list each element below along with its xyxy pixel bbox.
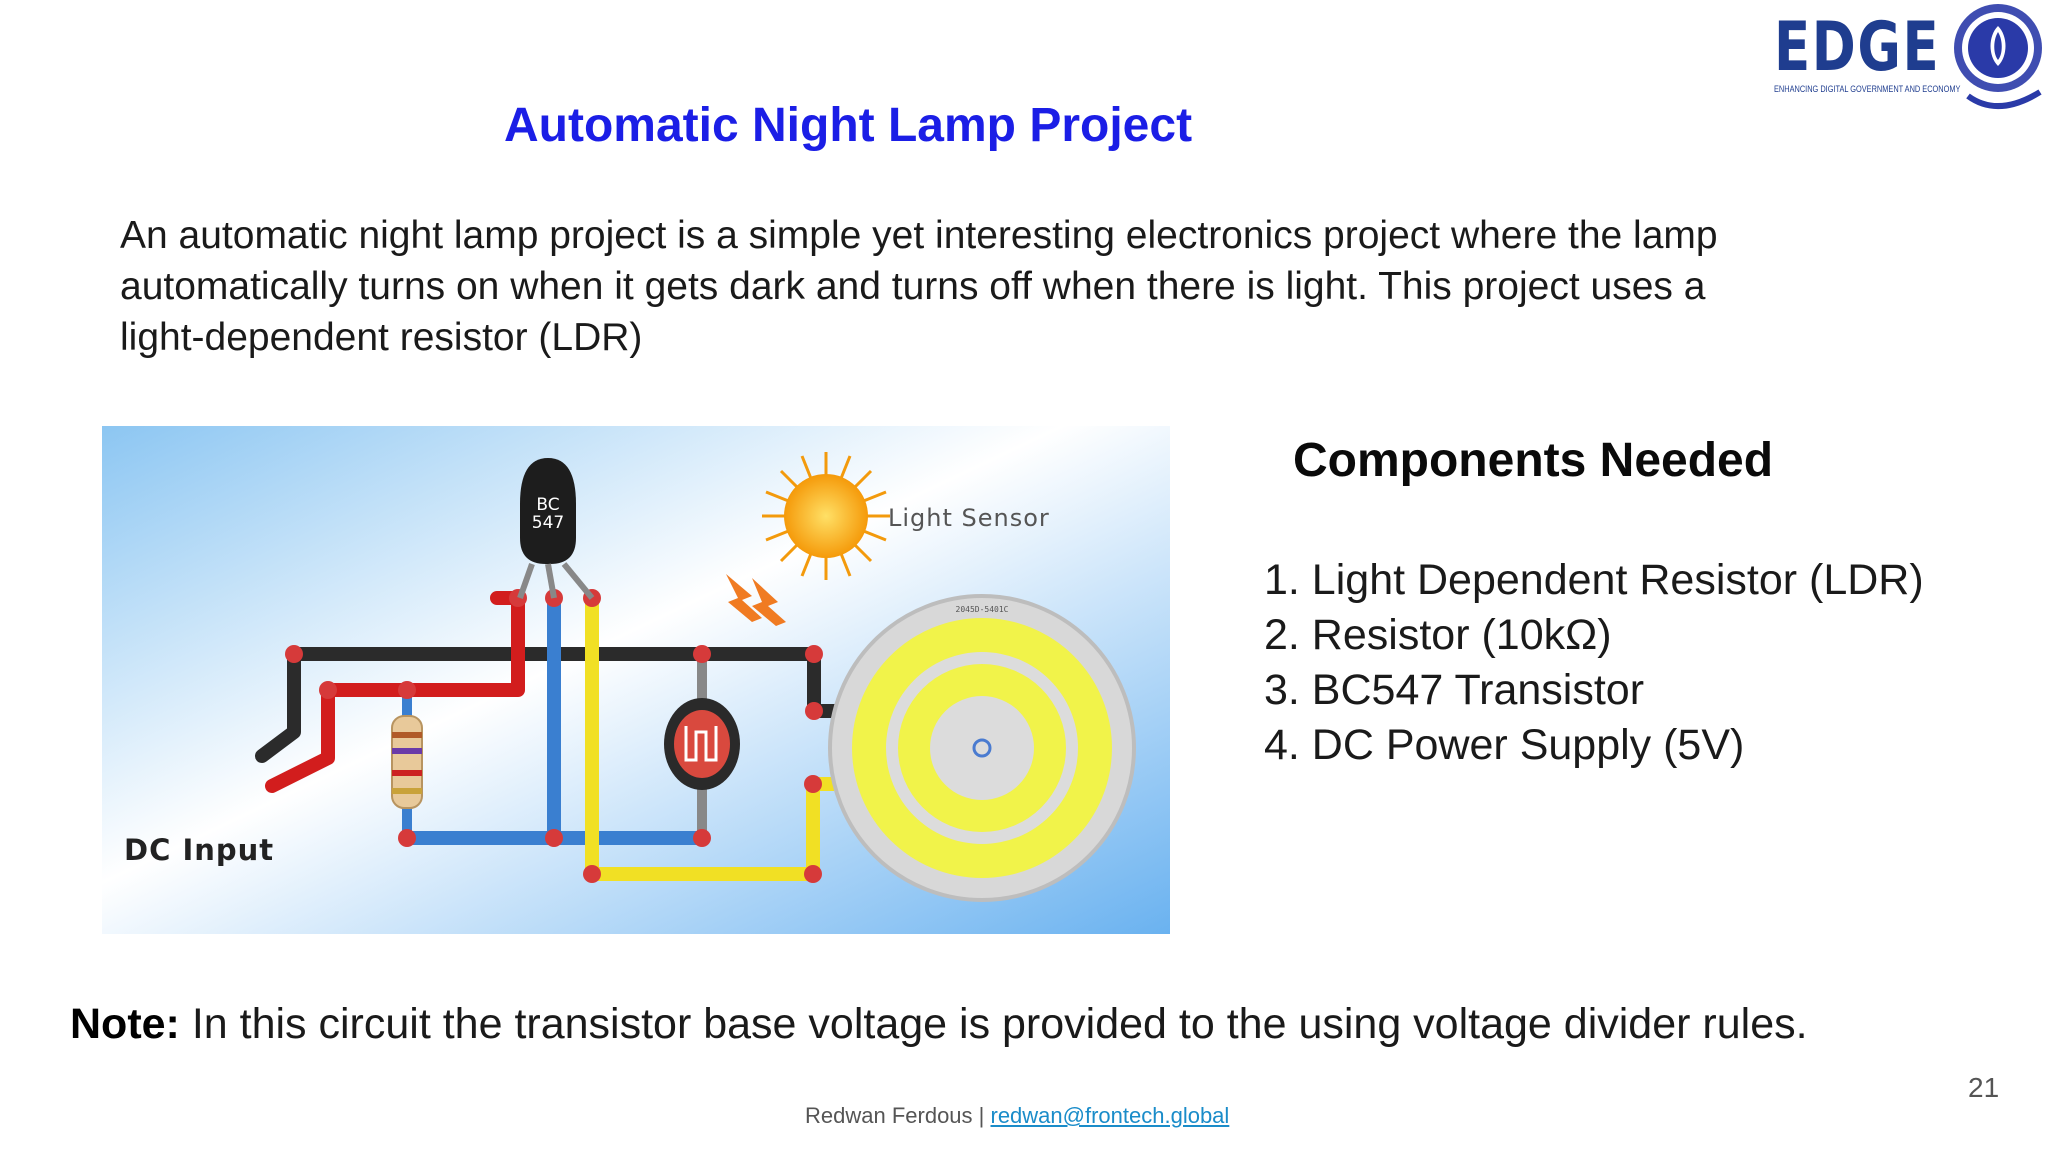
note-text: Note: In this circuit the transistor bas…	[70, 1000, 1808, 1049]
edge-logo-tagline: ENHANCING DIGITAL GOVERNMENT AND ECONOMY	[1774, 84, 1961, 94]
intro-line: automatically turns on when it gets dark…	[120, 265, 1706, 308]
light-sensor-label: Light Sensor	[888, 504, 1050, 532]
email-link[interactable]: redwan@frontech.global	[990, 1103, 1230, 1128]
svg-text:547: 547	[532, 513, 564, 533]
intro-paragraph: An automatic night lamp project is a sim…	[120, 210, 1920, 363]
svg-text:BC: BC	[536, 495, 559, 515]
note-label: Note:	[70, 1000, 180, 1048]
dc-input-label: DC Input	[124, 833, 274, 867]
university-emblem-icon	[1954, 4, 2042, 109]
intro-line: light-dependent resistor (LDR)	[120, 316, 643, 359]
edge-logo: EDGE ENHANCING DIGITAL GOVERNMENT AND EC…	[1768, 0, 2048, 120]
page-number: 21	[1968, 1072, 2000, 1103]
author-name: Redwan Ferdous	[805, 1103, 973, 1128]
circuit-diagram-image: BC 547 Light Sensor	[102, 426, 1170, 934]
list-item: 4. DC Power Supply (5V)	[1264, 721, 1745, 769]
led-board-icon: 2045D-5401C	[828, 594, 1136, 902]
page-title: Automatic Night Lamp Project	[504, 99, 1193, 152]
list-item: 1. Light Dependent Resistor (LDR)	[1264, 556, 1924, 604]
components-list: 1. Light Dependent Resistor (LDR) 2. Res…	[1264, 553, 1924, 773]
list-item: 2. Resistor (10kΩ)	[1264, 611, 1612, 659]
list-item: 3. BC547 Transistor	[1264, 666, 1645, 714]
footer-separator: |	[972, 1103, 991, 1128]
note-body: In this circuit the transistor base volt…	[179, 1000, 1808, 1048]
components-heading: Components Needed	[1293, 434, 1774, 487]
sun-icon	[762, 452, 890, 580]
svg-text:2045D-5401C: 2045D-5401C	[956, 605, 1009, 614]
light-arrows-icon	[726, 574, 786, 626]
edge-logo-text: EDGE	[1774, 8, 1941, 87]
resistor-icon	[391, 715, 423, 809]
intro-line: An automatic night lamp project is a sim…	[120, 214, 1718, 257]
ldr-icon	[664, 698, 740, 790]
transistor-icon: BC 547	[517, 458, 595, 600]
